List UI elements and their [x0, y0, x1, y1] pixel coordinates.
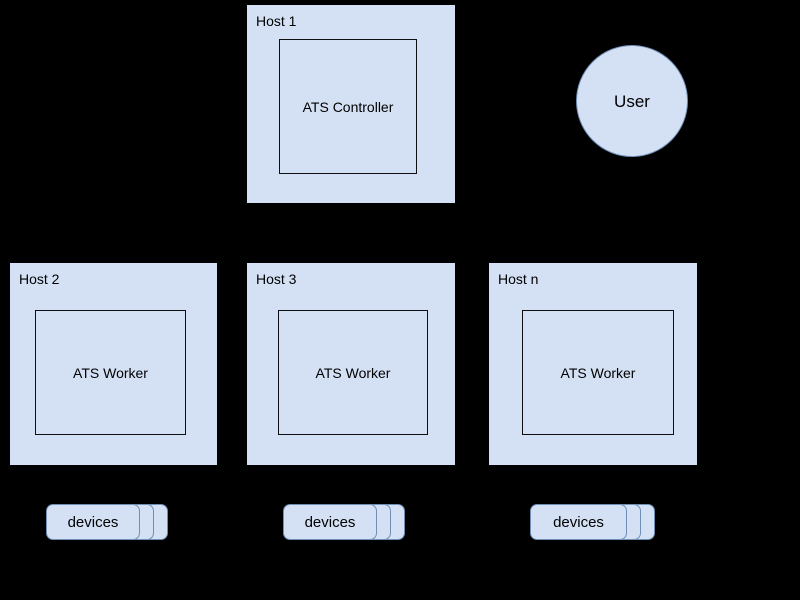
devices-card-front[interactable]: devices — [530, 504, 627, 540]
devices-stack-host-2[interactable]: devices — [46, 504, 168, 540]
component-box-ats-worker-host-3[interactable]: ATS Worker — [278, 310, 428, 435]
host-label-host-1: Host 1 — [256, 13, 297, 29]
host-label-host-2: Host 2 — [19, 271, 60, 287]
devices-stack-host-3[interactable]: devices — [283, 504, 405, 540]
component-label-ats-worker-host-2: ATS Worker — [73, 364, 148, 381]
devices-card-front[interactable]: devices — [46, 504, 140, 540]
user-label: User — [614, 91, 650, 111]
component-box-ats-worker-host-2[interactable]: ATS Worker — [35, 310, 186, 435]
devices-label: devices — [553, 513, 604, 531]
component-label-ats-worker-host-3: ATS Worker — [315, 364, 391, 381]
component-box-ats-worker-host-n[interactable]: ATS Worker — [522, 310, 674, 435]
component-box-ats-controller[interactable]: ATS Controller — [279, 39, 417, 174]
devices-label: devices — [304, 513, 356, 531]
user-actor-node[interactable]: User — [576, 45, 688, 157]
component-label-ats-worker-host-n: ATS Worker — [560, 364, 636, 381]
devices-label: devices — [67, 513, 119, 531]
host-label-host-n: Host n — [498, 271, 539, 287]
host-label-host-3: Host 3 — [256, 271, 297, 287]
devices-stack-host-n[interactable]: devices — [530, 504, 655, 540]
devices-card-front[interactable]: devices — [283, 504, 377, 540]
component-label-ats-controller: ATS Controller — [302, 98, 394, 115]
